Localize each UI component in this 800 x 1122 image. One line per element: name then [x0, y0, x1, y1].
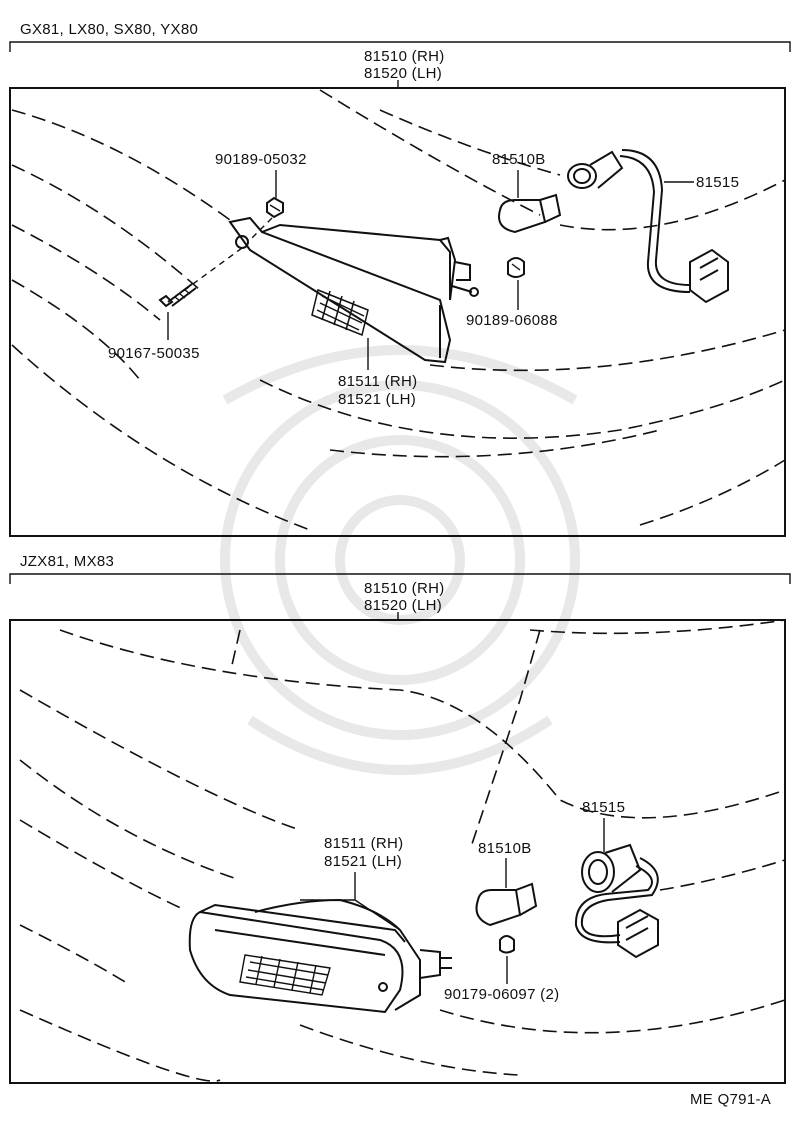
section2-callout-socket-wire: 81515: [582, 799, 625, 816]
section1-callout-bolt: 90167-50035: [108, 345, 200, 362]
section1-callout-lens-lh: 81521 (LH): [338, 391, 416, 408]
socket-wire-icon-1: [567, 149, 729, 304]
section2-assembly-lh: 81520 (LH): [364, 597, 442, 614]
section2-callout-lens-lh: 81521 (LH): [324, 853, 402, 870]
section1-callout-screw-nut: 90189-05032: [215, 151, 307, 168]
socket-wire-icon-2: [574, 843, 659, 959]
section2-callout-bulb: 81510B: [478, 840, 532, 857]
section1-assembly-rh: 81510 (RH): [364, 48, 445, 65]
diagram-code: ME Q791-A: [690, 1091, 771, 1108]
bolt-icon: [158, 283, 197, 308]
section1-callout-socket-wire: 81515: [696, 174, 739, 191]
section1-body-lines: [11, 89, 786, 531]
lens-housing-icon-1: [228, 216, 479, 364]
section1-bracket: [9, 41, 791, 52]
section1-callout-bulb: 81510B: [492, 151, 546, 168]
watermark-emblem: [220, 345, 580, 775]
section2-assembly-rh: 81510 (RH): [364, 580, 445, 597]
section2-frame: [9, 619, 786, 1084]
bulb-icon-1: [498, 193, 562, 234]
section2-body-lines: [19, 619, 786, 1082]
section2-bracket: [9, 573, 791, 584]
section1-callout-lens-rh: 81511 (RH): [338, 373, 417, 390]
section2-callout-lens-rh: 81511 (RH): [324, 835, 403, 852]
bulb-icon-2: [475, 882, 538, 927]
section1-models: GX81, LX80, SX80, YX80: [20, 21, 198, 38]
section1-callout-clip: 90189-06088: [466, 312, 558, 329]
section1-assembly-lh: 81520 (LH): [364, 65, 442, 82]
section2-models: JZX81, MX83: [20, 553, 114, 570]
section1-frame: [9, 87, 786, 537]
lens-housing-icon-2: [188, 898, 452, 1014]
screw-nut-icon: [266, 196, 284, 219]
section2-callout-clip: 90179-06097 (2): [444, 986, 559, 1003]
clip-icon-1: [507, 257, 525, 278]
clip-icon-2: [499, 935, 515, 954]
